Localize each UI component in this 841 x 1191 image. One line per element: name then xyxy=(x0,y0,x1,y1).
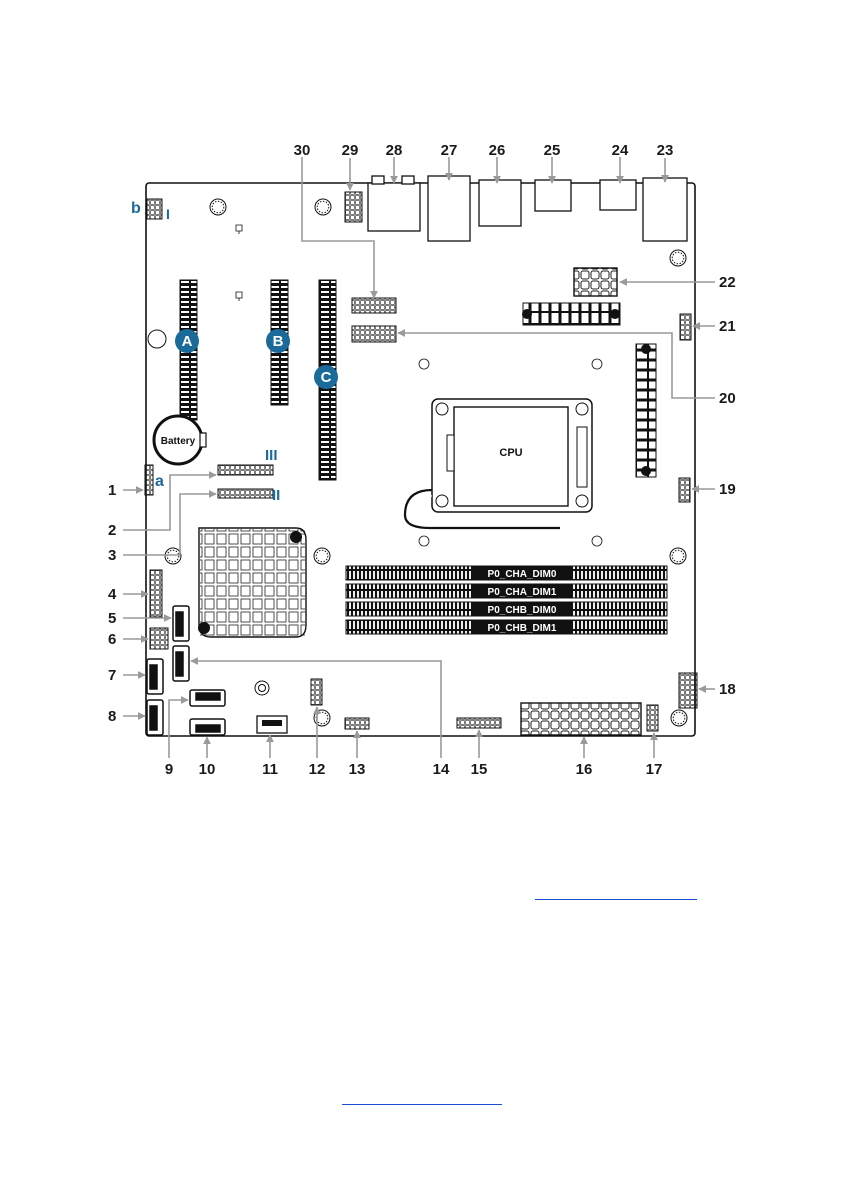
serial-header-12 xyxy=(311,679,322,705)
callout-14: 14 xyxy=(433,761,450,778)
callout-20: 20 xyxy=(719,390,736,407)
m2-slot-ii xyxy=(218,489,273,498)
fan-header-17 xyxy=(647,705,658,731)
header-20 xyxy=(352,326,396,342)
callout-2: 2 xyxy=(108,522,116,539)
jumper-header-b xyxy=(147,199,162,219)
callout-15: 15 xyxy=(471,761,488,778)
callout-29: 29 xyxy=(342,142,359,159)
slot-a-letter: A xyxy=(182,333,193,350)
header-6 xyxy=(150,628,168,649)
chipset-heatsink xyxy=(198,528,306,637)
callout-23: 23 xyxy=(657,142,674,159)
hyperlink-underline-1[interactable] xyxy=(535,899,697,900)
cpu-power-8pin xyxy=(574,268,617,296)
callout-27: 27 xyxy=(441,142,458,159)
callout-24: 24 xyxy=(612,142,629,159)
callout-5: 5 xyxy=(108,610,116,627)
header-30 xyxy=(352,298,396,313)
label-iii: III xyxy=(265,447,278,464)
callout-25: 25 xyxy=(544,142,561,159)
callout-12: 12 xyxy=(309,761,326,778)
callout-8: 8 xyxy=(108,708,116,725)
cpu-socket: CPU xyxy=(405,399,592,528)
callout-26: 26 xyxy=(489,142,506,159)
board-outline xyxy=(146,183,695,736)
callout-6: 6 xyxy=(108,631,116,648)
fan-header-19 xyxy=(679,478,690,502)
label-ii: II xyxy=(272,487,280,504)
callout-18: 18 xyxy=(719,681,736,698)
callout-11: 11 xyxy=(262,761,278,778)
callout-4: 4 xyxy=(108,586,117,603)
header-29 xyxy=(345,192,362,222)
dimm-label-3: P0_CHB_DIM0 xyxy=(488,605,557,616)
fan-header-13 xyxy=(345,718,369,729)
label-i: I xyxy=(166,206,170,222)
callout-7: 7 xyxy=(108,667,116,684)
callout-9: 9 xyxy=(165,761,173,778)
slot-c-letter: C xyxy=(321,369,332,386)
callout-30: 30 xyxy=(294,142,311,159)
callout-16: 16 xyxy=(576,761,593,778)
callout-21: 21 xyxy=(719,318,736,335)
label-b: b xyxy=(131,200,141,217)
header-15 xyxy=(457,718,501,728)
fan-header-21 xyxy=(680,314,691,340)
atx-power-24pin xyxy=(521,703,641,735)
vrm-heatsink-top xyxy=(522,303,620,325)
dimm-label-2: P0_CHA_DIM1 xyxy=(488,587,557,598)
hyperlink-underline-2[interactable] xyxy=(342,1104,502,1105)
dimm-label-1: P0_CHA_DIM0 xyxy=(488,569,557,580)
battery-label: Battery xyxy=(161,436,196,447)
m2-slot-iii xyxy=(218,465,273,475)
callout-22: 22 xyxy=(719,274,736,291)
callout-19: 19 xyxy=(719,481,736,498)
lan-usb-stack-1 xyxy=(428,176,470,241)
lan-usb-stack-2 xyxy=(479,180,521,226)
serial-port xyxy=(643,178,687,241)
jumper-header-a xyxy=(145,465,153,495)
slot-b-letter: B xyxy=(273,333,284,350)
callout-3: 3 xyxy=(108,547,116,564)
callout-10: 10 xyxy=(199,761,216,778)
dimm-label-4: P0_CHB_DIM1 xyxy=(488,623,557,634)
callout-17: 17 xyxy=(646,761,663,778)
display-port-2 xyxy=(600,180,636,210)
header-18 xyxy=(679,673,697,708)
cpu-label: CPU xyxy=(499,447,522,459)
callout-1: 1 xyxy=(108,482,116,499)
front-panel-header xyxy=(150,570,162,617)
vrm-heatsink-side xyxy=(636,344,656,477)
callout-13: 13 xyxy=(349,761,366,778)
audio-jack-stack xyxy=(368,183,420,231)
callout-28: 28 xyxy=(386,142,403,159)
label-a: a xyxy=(155,473,164,490)
display-port-1 xyxy=(535,180,571,211)
